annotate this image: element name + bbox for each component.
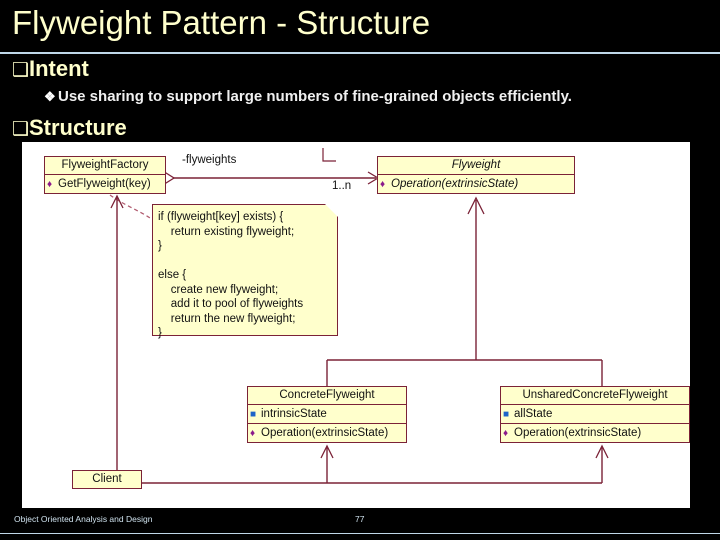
bullet-structure: ❑Structure <box>12 115 127 141</box>
note-line: if (flyweight[key] exists) { <box>158 211 284 223</box>
class-name-flyweight-factory: FlyweightFactory <box>61 159 149 171</box>
bullet-intent: ❑Intent <box>12 56 89 82</box>
class-box-client[interactable]: Client <box>72 470 142 489</box>
class-operation-flyweight: ♦ Operation(extrinsicState) <box>378 175 574 193</box>
note-box-flyweight-factory-logic: if (flyweight[key] exists) { return exis… <box>152 204 338 339</box>
title-divider <box>0 52 720 54</box>
operation-label: Operation(extrinsicState) <box>514 427 642 439</box>
class-attribute-intrinsic-state: ■ intrinsicState <box>248 405 406 423</box>
class-name-client: Client <box>92 473 122 485</box>
footer-divider <box>0 533 720 534</box>
bullet-intent-detail-label: Use sharing to support large numbers of … <box>58 88 572 105</box>
class-box-unshared-concrete-flyweight[interactable]: UnsharedConcreteFlyweight ■ allState ♦ Ope… <box>500 386 690 443</box>
attribute-marker-icon: ■ <box>250 409 257 420</box>
attribute-label: intrinsicState <box>261 408 327 420</box>
note-line: create new flyweight; <box>158 283 279 296</box>
attribute-marker-icon: ■ <box>503 409 510 420</box>
edge-label-flyweights: -flyweights <box>182 154 237 166</box>
bullet-structure-label: Structure <box>29 115 127 140</box>
class-name-flyweight: Flyweight <box>451 159 501 171</box>
edge-label-multiplicity: 1..n <box>332 180 352 192</box>
note-line: } <box>158 240 162 252</box>
note-line <box>158 254 331 269</box>
bullet-intent-label: Intent <box>29 56 89 81</box>
note-line: return the new flyweight; <box>158 312 296 325</box>
diagram-connectors <box>109 148 609 484</box>
operation-label: Operation(extrinsicState) <box>261 427 389 439</box>
class-separator <box>45 174 165 175</box>
note-fold-corner-icon <box>325 204 338 217</box>
square-bullet-icon: ❑ <box>12 60 30 81</box>
class-box-flyweight[interactable]: Flyweight ♦ Operation(extrinsicState) <box>377 156 575 194</box>
operation-marker-icon: ♦ <box>250 428 256 439</box>
note-line: else { <box>158 269 187 281</box>
uml-class-diagram: FlyweightFactory ♦ GetFlyweight(key) Flyw… <box>22 142 690 508</box>
operation-label: Operation(extrinsicState) <box>391 178 519 190</box>
footer-course-label: Object Oriented Analysis and Design <box>14 514 153 524</box>
class-separator <box>501 404 689 405</box>
operation-label: GetFlyweight(key) <box>58 178 151 190</box>
class-name-concrete-flyweight: ConcreteFlyweight <box>279 389 375 401</box>
class-separator <box>378 174 574 175</box>
attribute-label: allState <box>514 408 553 420</box>
class-separator <box>248 423 406 424</box>
operation-marker-icon: ♦ <box>380 179 386 190</box>
class-operation-unshared-concrete-flyweight: ♦ Operation(extrinsicState) <box>501 424 689 442</box>
class-attribute-all-state: ■ allState <box>501 405 689 423</box>
square-bullet-icon: ❑ <box>12 119 30 140</box>
class-name-unshared-concrete-flyweight: UnsharedConcreteFlyweight <box>522 389 668 401</box>
class-operation-concrete-flyweight: ♦ Operation(extrinsicState) <box>248 424 406 442</box>
class-operation-get-flyweight: ♦ GetFlyweight(key) <box>45 175 165 193</box>
footer-page-number: 77 <box>355 514 365 524</box>
note-line: add it to pool of flyweights <box>158 298 304 310</box>
class-box-concrete-flyweight[interactable]: ConcreteFlyweight ■ intrinsicState ♦ Opera… <box>247 386 407 443</box>
class-separator <box>248 404 406 405</box>
page-title: Flyweight Pattern - Structure <box>12 4 431 41</box>
note-line: } <box>158 327 162 339</box>
operation-marker-icon: ♦ <box>503 428 509 439</box>
class-separator <box>501 423 689 424</box>
diamond-bullet-icon: ❖ <box>44 89 56 104</box>
note-line: return existing flyweight; <box>158 225 295 238</box>
operation-marker-icon: ♦ <box>47 179 53 190</box>
class-box-flyweight-factory[interactable]: FlyweightFactory ♦ GetFlyweight(key) <box>44 156 166 194</box>
bullet-intent-detail: ❖Use sharing to support large numbers of… <box>44 88 572 105</box>
